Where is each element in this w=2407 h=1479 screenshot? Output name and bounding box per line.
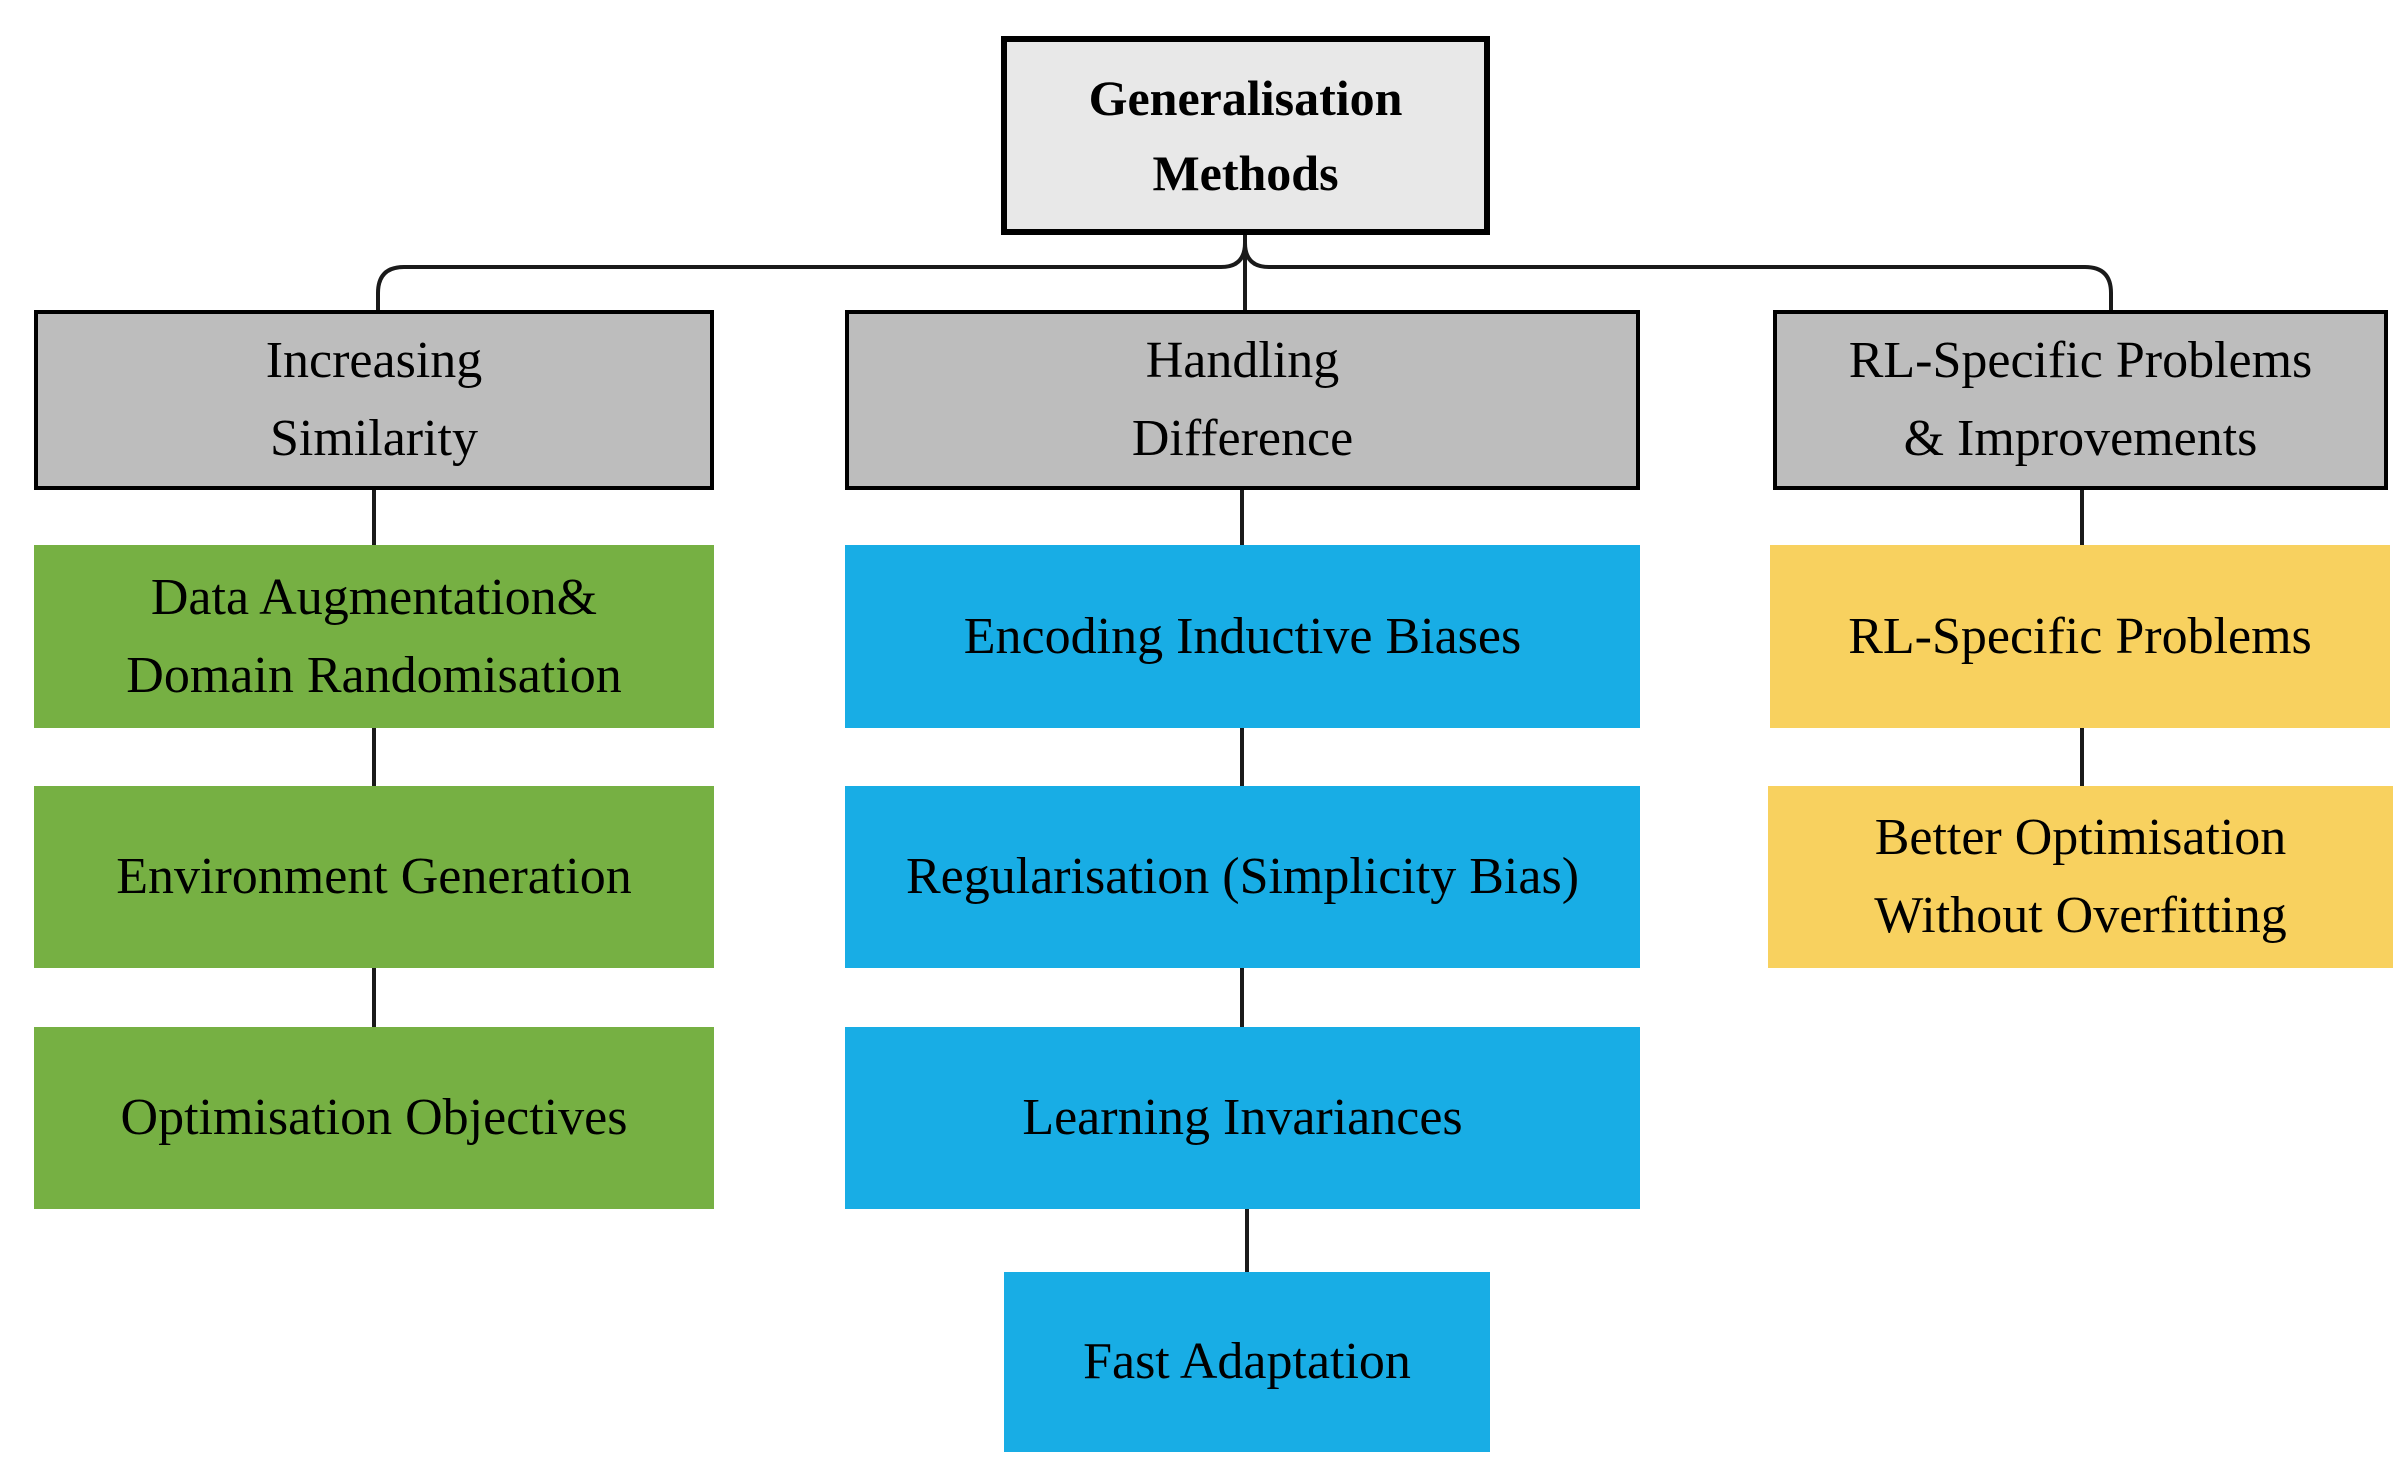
- branch-header-rl-specific-problems-improvements: RL-Specific Problems & Improvements: [1773, 310, 2388, 490]
- leaf-encoding-inductive-biases: Encoding Inductive Biases: [845, 545, 1640, 728]
- edge-root-to-left-branch: [376, 235, 1247, 310]
- leaf-optimisation-objectives: Optimisation Objectives: [34, 1027, 714, 1209]
- leaf-better-optimisation-without-overfitting: Better Optimisation Without Overfitting: [1768, 786, 2393, 968]
- leaf-rl-specific-problems: RL-Specific Problems: [1770, 545, 2390, 728]
- branch-header-increasing-similarity: Increasing Similarity: [34, 310, 714, 490]
- branch-header-handling-difference: Handling Difference: [845, 310, 1640, 490]
- edge-root-to-right-branch: [1243, 235, 2113, 310]
- root-node-generalisation-methods: Generalisation Methods: [1001, 36, 1490, 235]
- leaf-learning-invariances: Learning Invariances: [845, 1027, 1640, 1209]
- leaf-regularisation-simplicity-bias: Regularisation (Simplicity Bias): [845, 786, 1640, 968]
- leaf-environment-generation: Environment Generation: [34, 786, 714, 968]
- leaf-data-augmentation-domain-randomisation: Data Augmentation& Domain Randomisation: [34, 545, 714, 728]
- leaf-fast-adaptation: Fast Adaptation: [1004, 1272, 1490, 1452]
